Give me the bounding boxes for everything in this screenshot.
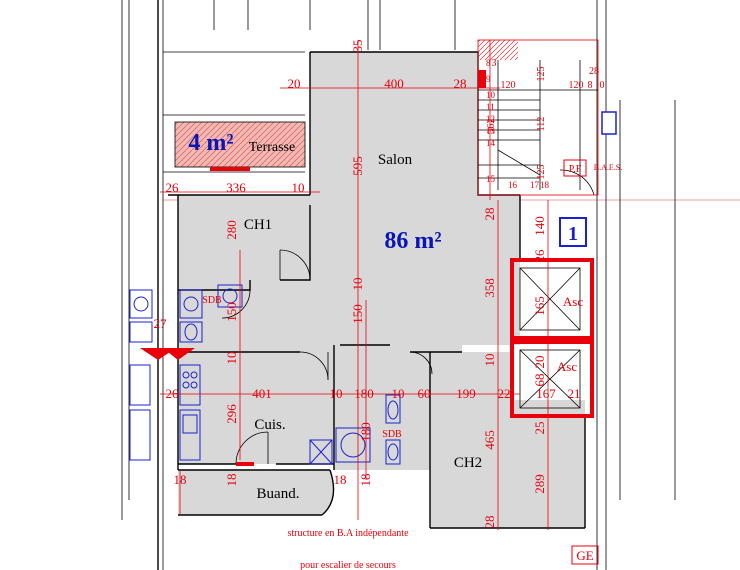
dim-10-top: 10 — [292, 180, 305, 195]
dim-125-b: 125 — [536, 165, 547, 180]
dim-28-top: 28 — [454, 76, 467, 91]
dim-18-b: 18 — [358, 474, 373, 487]
elevator-1-label: Asc — [563, 294, 583, 309]
dim-26-top: 26 — [166, 180, 180, 195]
dim-10-center: 10 — [350, 278, 365, 291]
room-terrasse: Terrasse — [249, 140, 295, 155]
elevator-2-label: Asc — [557, 359, 577, 374]
room-buanderie: Buand. — [257, 486, 300, 502]
stair-step-number: 11 — [486, 102, 495, 112]
dim-465: 465 — [482, 430, 497, 450]
sanitary-fixtures — [129, 284, 401, 465]
dim-180-a: 180 — [354, 386, 374, 401]
dim-8: 8 — [588, 80, 593, 91]
dim-21: 21 — [568, 386, 581, 401]
dim-10-a: 10 — [330, 386, 343, 401]
elevator-2 — [510, 340, 594, 418]
stair-step-number: 15 — [486, 174, 496, 184]
note-line-1: structure en B.A indépendante — [287, 528, 409, 539]
dim-400: 400 — [384, 76, 404, 91]
corner-box — [571, 111, 617, 565]
dim-22: 22 — [498, 386, 511, 401]
dim-0: 0 — [600, 80, 605, 91]
elevator-1 — [510, 258, 594, 340]
dim-28-corner: 28 — [589, 66, 599, 77]
dim-358: 358 — [482, 278, 497, 298]
stair-step-number: 12 — [486, 114, 495, 124]
note-line-2: pour escalier de secours — [300, 560, 396, 570]
dim-120-b: 120 — [569, 80, 584, 91]
dim-25: 25 — [532, 422, 547, 435]
room-ch2: CH2 — [454, 455, 482, 471]
room-sdb-2: SDB — [382, 429, 402, 440]
dim-125-a: 125 — [536, 67, 547, 82]
dim-60: 60 — [418, 386, 431, 401]
stair-step-number: 17 — [530, 180, 540, 190]
dimension-lines — [160, 40, 549, 530]
corner-code-label: GE — [576, 548, 593, 563]
stair-step-number: 18 — [540, 180, 550, 190]
dim-10-b: 10 — [392, 386, 405, 401]
terrace-area-label: 4 m² — [188, 130, 233, 156]
dim-150-left: 150 — [224, 302, 239, 322]
room-ch1: CH1 — [244, 217, 272, 233]
dim-68: 68 — [532, 374, 547, 387]
dim-35: 35 — [350, 40, 365, 53]
dim-180-b: 180 — [358, 422, 373, 442]
room-salon: Salon — [378, 152, 413, 168]
pf-box — [563, 159, 587, 177]
dim-362: 362 — [486, 119, 497, 134]
dim-280: 280 — [224, 220, 239, 240]
dim-26-bottom: 26 — [166, 386, 180, 401]
dim-289: 289 — [532, 474, 547, 494]
door-swings — [221, 169, 595, 465]
unit-number-label: 1 — [568, 223, 578, 245]
dim-28-bottom: 28 — [482, 516, 497, 529]
pf-label: P.F — [569, 164, 582, 175]
apartment-area-label: 86 m² — [384, 228, 441, 254]
dim-3: 3 — [492, 58, 497, 69]
room-sdb-1: SDB — [202, 295, 222, 306]
dimension-labels: 20 400 28 35 26 336 10 595 280 150 150 1… — [154, 40, 605, 529]
stair-step-number: 14 — [486, 138, 496, 148]
stair-step-number: 9 — [486, 74, 491, 84]
dim-26-right: 26 — [532, 249, 547, 263]
dim-167: 167 — [536, 386, 556, 401]
dim-150-center: 150 — [350, 304, 365, 324]
stair-step-number: 13 — [486, 126, 496, 136]
dim-140: 140 — [532, 216, 547, 236]
section-markers — [140, 70, 486, 466]
unit-number-box — [559, 217, 587, 247]
structure-lines — [121, 0, 740, 570]
stair-step-number: 16 — [508, 180, 518, 190]
dim-165: 165 — [532, 296, 547, 316]
dim-27: 27 — [154, 316, 168, 331]
stair-step-number: 10 — [486, 90, 496, 100]
stair-step-number: 8 — [486, 58, 491, 68]
dim-20-asc: 20 — [532, 356, 547, 369]
stair-core — [477, 39, 599, 196]
baes-label: B.A.E.S. — [594, 163, 622, 172]
dim-401: 401 — [252, 386, 272, 401]
dim-336: 336 — [226, 180, 246, 195]
room-cuisine: Cuis. — [254, 417, 285, 433]
dim-595: 595 — [350, 156, 365, 176]
dim-10-left: 10 — [224, 352, 239, 365]
apartment-zones — [178, 52, 585, 528]
dim-20: 20 — [288, 76, 301, 91]
dim-10-right: 10 — [482, 354, 497, 367]
dim-112: 112 — [536, 117, 547, 132]
dim-120-a: 120 — [501, 80, 516, 91]
dim-296: 296 — [224, 404, 239, 424]
dim-18-d: 18 — [334, 472, 347, 487]
dim-199: 199 — [456, 386, 476, 401]
dim-28-mid: 28 — [482, 208, 497, 221]
terrace — [174, 121, 306, 168]
dim-18-a: 18 — [224, 474, 239, 487]
dim-18-c: 18 — [174, 472, 187, 487]
